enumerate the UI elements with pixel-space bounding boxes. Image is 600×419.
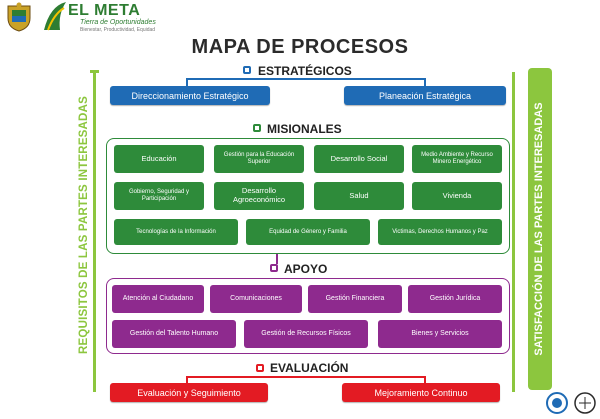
strategic-process[interactable]: Direccionamiento Estratégico bbox=[110, 86, 270, 105]
quality-seal-icon bbox=[546, 392, 568, 414]
right-stakeholder-label: SATISFACCIÓN DE LAS PARTES INTERESADAS bbox=[533, 102, 545, 356]
missional-process[interactable]: Equidad de Género y Familia bbox=[246, 219, 370, 245]
missional-icon bbox=[253, 124, 261, 132]
strategic-process[interactable]: Planeación Estratégica bbox=[344, 86, 506, 105]
support-connector bbox=[276, 254, 278, 264]
support-process[interactable]: Gestión del Talento Humano bbox=[112, 320, 236, 348]
missional-process[interactable]: Desarrollo Agroeconómico bbox=[214, 182, 304, 210]
evaluation-header: EVALUACIÓN bbox=[270, 361, 349, 375]
right-stakeholder-bar bbox=[512, 72, 515, 392]
support-icon bbox=[270, 264, 278, 272]
missional-process[interactable]: Desarrollo Social bbox=[314, 145, 404, 173]
missional-process[interactable]: Educación bbox=[114, 145, 204, 173]
strategic-connector-left bbox=[186, 78, 188, 86]
strategic-connector-right bbox=[424, 78, 426, 86]
evaluation-connector bbox=[186, 376, 426, 378]
missional-process[interactable]: Gobierno, Seguridad y Participación bbox=[114, 182, 204, 210]
support-process[interactable]: Gestión de Recursos Físicos bbox=[244, 320, 368, 348]
left-stakeholder-label: REQUISITOS DE LAS PARTES INTERESADAS bbox=[78, 96, 90, 354]
el-meta-logo: EL META Tierra de Oportunidades Bienesta… bbox=[40, 0, 200, 34]
missional-header: MISIONALES bbox=[267, 122, 342, 136]
evaluation-process[interactable]: Evaluación y Seguimiento bbox=[110, 383, 268, 402]
brand-name: EL META bbox=[68, 2, 141, 19]
missional-process[interactable]: Tecnologías de la Información bbox=[114, 219, 238, 245]
strategic-icon bbox=[243, 66, 251, 74]
missional-process[interactable]: Vivienda bbox=[412, 182, 502, 210]
strategic-connector bbox=[186, 78, 426, 80]
left-stakeholder-bar-top bbox=[93, 72, 96, 392]
left-arrow bbox=[90, 70, 99, 73]
missional-process[interactable]: Victimas, Derechos Humanos y Paz bbox=[378, 219, 502, 245]
support-process[interactable]: Atención al Ciudadano bbox=[112, 285, 204, 313]
evaluation-connector-right bbox=[424, 376, 426, 383]
evaluation-process[interactable]: Mejoramiento Continuo bbox=[342, 383, 500, 402]
certification-seal-icon bbox=[574, 392, 596, 414]
brand-subtagline: Bienestar, Productividad, Equidad bbox=[80, 27, 156, 33]
support-process[interactable]: Comunicaciones bbox=[210, 285, 302, 313]
missional-process[interactable]: Gestión para la Educación Superior bbox=[214, 145, 304, 173]
support-process[interactable]: Bienes y Servicios bbox=[378, 320, 502, 348]
missional-process[interactable]: Salud bbox=[314, 182, 404, 210]
page-title: MAPA DE PROCESOS bbox=[191, 36, 409, 58]
evaluation-icon bbox=[256, 364, 264, 372]
support-process[interactable]: Gestión Financiera bbox=[308, 285, 402, 313]
missional-process[interactable]: Medio Ambiente y Recurso Minero Energéti… bbox=[412, 145, 502, 173]
right-stakeholder-panel bbox=[528, 68, 552, 390]
evaluation-connector-left bbox=[186, 376, 188, 383]
coat-of-arms-logo bbox=[2, 2, 36, 32]
support-process[interactable]: Gestión Jurídica bbox=[408, 285, 502, 313]
support-header: APOYO bbox=[284, 262, 328, 276]
strategic-header: ESTRATÉGICOS bbox=[258, 64, 352, 78]
brand-tagline: Tierra de Oportunidades bbox=[80, 19, 156, 26]
